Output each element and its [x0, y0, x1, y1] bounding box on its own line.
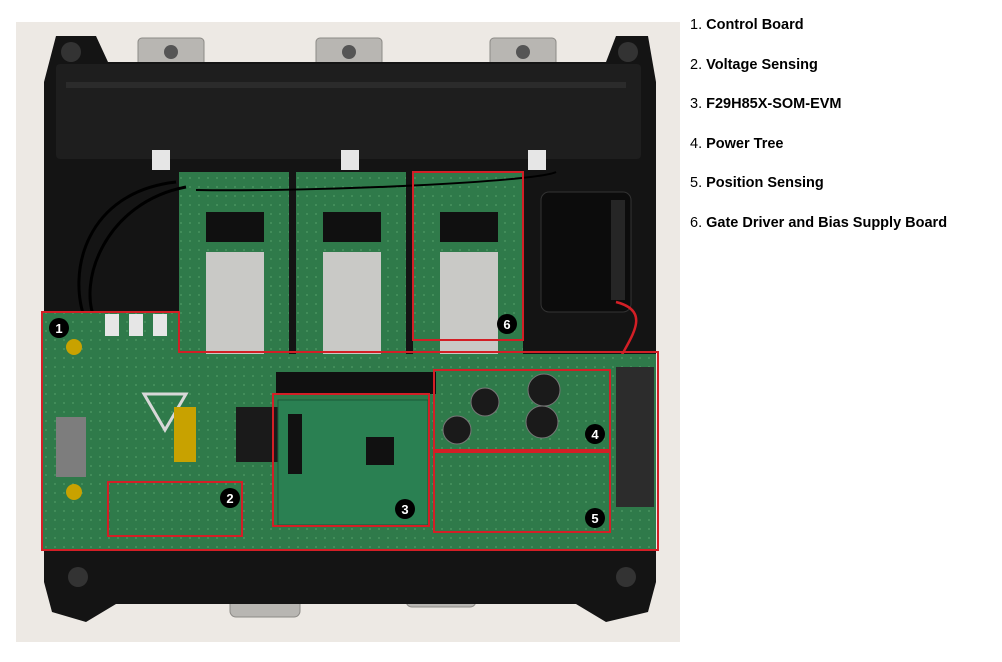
board-photo: 1 2 3 4 5 6	[16, 22, 680, 642]
highlight-power-tree	[433, 369, 611, 451]
highlight-voltage-sensing	[107, 481, 243, 537]
legend-number: 2.	[690, 56, 703, 73]
marker-6	[497, 314, 517, 334]
legend-item-som-evm: 3. F29H85X-SOM-EVM	[690, 93, 995, 133]
svg-text:5: 5	[591, 511, 598, 526]
highlight-gate-driver	[412, 171, 524, 341]
legend-item-position-sensing: 5. Position Sensing	[690, 172, 995, 212]
legend-item-power-tree: 4. Power Tree	[690, 133, 995, 173]
legend-label: Control Board	[706, 17, 804, 33]
highlight-som	[272, 393, 430, 527]
highlight-control-board	[41, 311, 659, 551]
legend-item-gate-driver: 6. Gate Driver and Bias Supply Board	[690, 212, 995, 252]
legend-label: F29H85X-SOM-EVM	[706, 96, 842, 112]
svg-text:6: 6	[503, 317, 510, 332]
legend-number: 1.	[690, 17, 703, 33]
svg-text:1: 1	[55, 321, 62, 336]
highlight-boxes	[41, 171, 659, 551]
highlight-position-sensing	[433, 451, 611, 533]
legend-number: 3.	[690, 96, 703, 112]
marker-2	[220, 488, 240, 508]
svg-text:3: 3	[401, 502, 408, 517]
legend-number: 4.	[690, 135, 703, 152]
marker-4	[585, 424, 605, 444]
legend-number: 6.	[690, 214, 703, 231]
legend-number: 5.	[690, 175, 703, 191]
gate-driver-boards	[179, 172, 523, 382]
marker-5	[585, 508, 605, 528]
marker-3	[395, 499, 415, 519]
legend-item-voltage-sensing: 2. Voltage Sensing	[690, 54, 995, 94]
board-illustration: 1 2 3 4 5 6	[41, 36, 659, 622]
legend-label: Power Tree	[706, 135, 784, 152]
legend-label: Gate Driver and Bias Supply Board	[706, 214, 948, 231]
component-legend: 1. Control Board 2. Voltage Sensing 3. F…	[690, 14, 995, 251]
power-tree-capacitors	[442, 373, 561, 445]
svg-text:4: 4	[591, 427, 599, 442]
marker-1	[49, 318, 69, 338]
legend-label: Position Sensing	[706, 175, 824, 191]
legend-label: Voltage Sensing	[706, 56, 818, 73]
svg-text:2: 2	[226, 491, 233, 506]
legend-item-control-board: 1. Control Board	[690, 14, 995, 54]
number-markers: 1 2 3 4 5 6	[49, 314, 605, 528]
